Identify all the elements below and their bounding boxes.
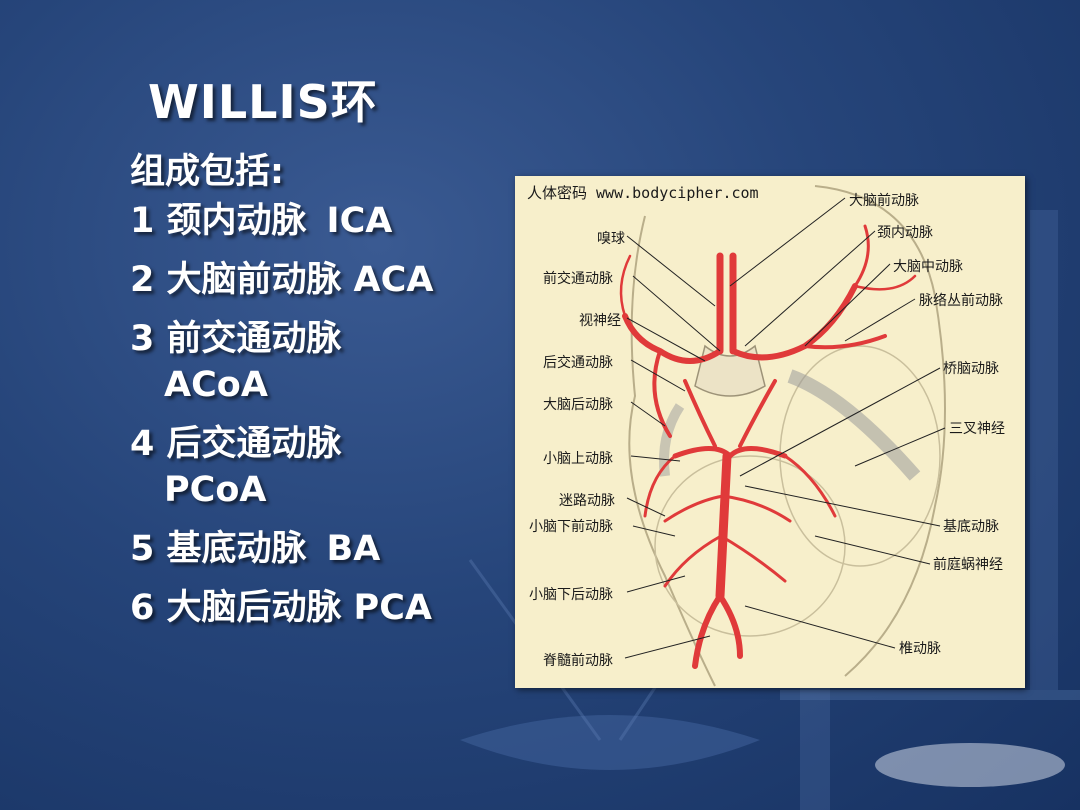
watermark-text: 人体密码 www.bodycipher.com xyxy=(527,184,759,202)
label-vestibulocochlear-nerve: 前庭蜗神经 xyxy=(933,557,1003,573)
component-list: 1 颈内动脉 ICA 2 大脑前动脉 ACA 3 前交通动脉 ACoA 4 后交通动… xyxy=(130,198,433,631)
list-item: 3 前交通动脉 ACoA xyxy=(130,316,433,408)
label-anterior-choroidal-artery: 脉络丛前动脉 xyxy=(919,293,1003,309)
item-abbr: PCoA xyxy=(164,470,267,510)
item-cn: 5 基底动脉 xyxy=(130,529,307,569)
list-item: 4 后交通动脉 PCoA xyxy=(130,421,433,513)
item-abbr: ICA xyxy=(326,201,393,241)
label-pcoa: 后交通动脉 xyxy=(543,355,613,371)
list-item: 1 颈内动脉 ICA xyxy=(130,198,433,244)
label-basilar-artery: 基底动脉 xyxy=(943,519,999,535)
item-cn: 4 后交通动脉 xyxy=(130,424,342,464)
label-pontine-arteries: 桥脑动脉 xyxy=(943,361,999,377)
label-trigeminal-nerve: 三叉神经 xyxy=(949,421,1005,437)
item-cn: 6 大脑后动脉 xyxy=(130,588,342,628)
brain-arteries-illustration xyxy=(619,185,946,687)
item-cn: 2 大脑前动脉 xyxy=(130,260,342,300)
label-pica: 小脑下后动脉 xyxy=(529,587,613,603)
label-ica: 颈内动脉 xyxy=(877,225,933,241)
label-acoa: 前交通动脉 xyxy=(543,271,613,287)
item-abbr: ACA xyxy=(353,260,434,300)
slide-title: WILLIS环 xyxy=(148,75,378,129)
label-aca: 大脑前动脉 xyxy=(849,193,919,209)
label-labyrinthine-artery: 迷路动脉 xyxy=(559,493,615,509)
item-abbr: ACoA xyxy=(164,365,268,405)
item-cn: 1 颈内动脉 xyxy=(130,201,307,241)
item-cn: 3 前交通动脉 xyxy=(130,319,342,359)
circle-of-willis-diagram: 人体密码 www.bodycipher.com 嗅球 前交通动脉 视神经 后交通… xyxy=(515,176,1025,688)
label-pca: 大脑后动脉 xyxy=(543,397,613,413)
label-vertebral-artery: 椎动脉 xyxy=(899,641,941,657)
label-sca: 小脑上动脉 xyxy=(543,451,613,467)
slide-subtitle: 组成包括: xyxy=(130,152,284,192)
label-aica: 小脑下前动脉 xyxy=(529,519,613,535)
list-item: 5 基底动脉 BA xyxy=(130,526,433,572)
item-abbr: PCA xyxy=(353,588,432,628)
label-olfactory-bulb: 嗅球 xyxy=(597,231,625,247)
label-anterior-spinal-artery: 脊髓前动脉 xyxy=(543,653,613,669)
list-item: 6 大脑后动脉 PCA xyxy=(130,585,433,631)
label-optic-nerve: 视神经 xyxy=(579,313,621,329)
label-mca: 大脑中动脉 xyxy=(893,259,963,275)
item-abbr: BA xyxy=(326,529,381,569)
list-item: 2 大脑前动脉 ACA xyxy=(130,257,433,303)
